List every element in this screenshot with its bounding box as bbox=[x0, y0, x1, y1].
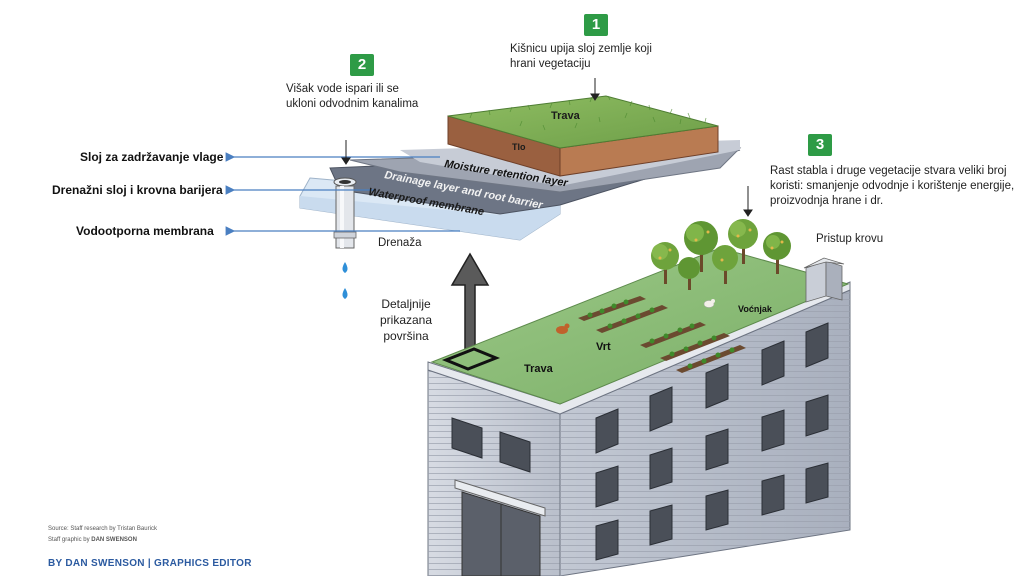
grass-layer-label: Trava bbox=[551, 110, 581, 122]
grass-layer bbox=[447, 95, 719, 149]
roof-orchard-label: Voćnjak bbox=[738, 304, 773, 314]
step-1-badge: 1 bbox=[584, 14, 608, 36]
step-pointers bbox=[341, 78, 753, 217]
graphic-credit: Staff graphic by DAN SWENSON bbox=[48, 537, 137, 543]
detail-up-arrow bbox=[450, 252, 490, 351]
soil-layer-label: Tlo bbox=[512, 142, 526, 152]
label-arrows bbox=[225, 152, 460, 236]
graphic-credit-name: DAN SWENSON bbox=[91, 537, 137, 543]
orchard-trees bbox=[651, 219, 791, 290]
roof-garden-label: Vrt bbox=[596, 341, 611, 353]
drain-pipe bbox=[333, 177, 357, 249]
water-drops bbox=[342, 262, 348, 299]
detail-area-label: Detaljnije prikazana površina bbox=[379, 297, 433, 343]
step-3-badge: 3 bbox=[808, 134, 832, 156]
moisture-side-label: Sloj za zadržavanje vlage bbox=[80, 150, 224, 164]
drain-label: Drenaža bbox=[378, 237, 422, 249]
chickens bbox=[556, 299, 715, 334]
step-3-text: Rast stabla i druge vegetacije stvara ve… bbox=[770, 165, 1015, 207]
roof-grass-label: Trava bbox=[524, 363, 554, 375]
detail-area-marker bbox=[441, 347, 501, 371]
roof-access-hut bbox=[803, 257, 845, 303]
layer-stack bbox=[299, 95, 742, 241]
garden-beds bbox=[578, 296, 746, 373]
step-2-badge: 2 bbox=[350, 54, 374, 76]
source-credit: Source: Staff research by Tristan Bauric… bbox=[48, 526, 157, 532]
drainage-side-label: Drenažni sloj i krovna barijera bbox=[52, 183, 223, 197]
waterproof-side-label: Vodootporna membrana bbox=[76, 224, 214, 238]
step-2-text: Višak vode ispari ili se ukloni odvodnim… bbox=[286, 83, 419, 110]
step-1-text: Kišnicu upija sloj zemlje koji hrani veg… bbox=[510, 43, 652, 70]
building bbox=[427, 219, 851, 576]
graphic-credit-prefix: Staff graphic by bbox=[48, 537, 90, 543]
roof-access-label: Pristup krovu bbox=[816, 233, 884, 245]
right-wall-windows bbox=[595, 322, 829, 561]
green-roof bbox=[430, 247, 850, 405]
byline: BY DAN SWENSON | GRAPHICS EDITOR bbox=[48, 558, 252, 569]
